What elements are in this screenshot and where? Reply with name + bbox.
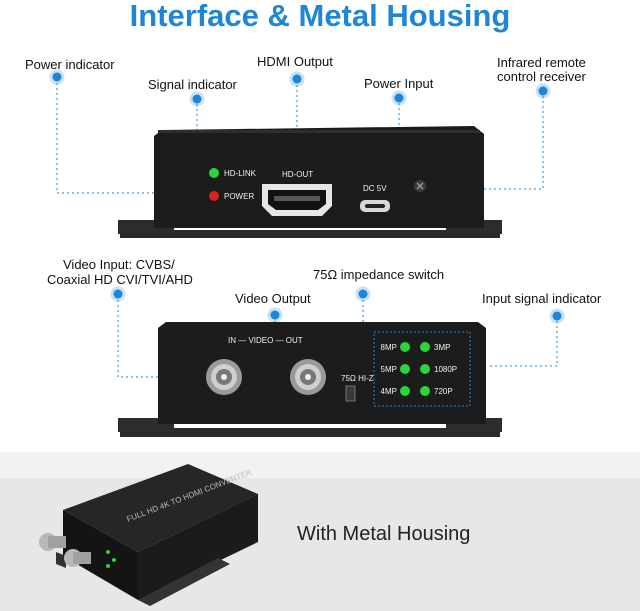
- metal-housing-caption: With Metal Housing: [297, 523, 471, 545]
- callout-dot-video-output: [270, 310, 280, 320]
- hd-link-led: [209, 168, 219, 178]
- callout-infrared-line2: control receiver: [497, 69, 586, 84]
- top-device-panel: HD-LINK POWER HD-OUT DC 5V: [118, 126, 502, 238]
- power-led: [209, 191, 219, 201]
- impedance-label: 75Ω HI-Z: [341, 374, 374, 383]
- callout-dot-signal-indicator: [192, 94, 202, 104]
- callout-dot-power-indicator: [52, 72, 62, 82]
- page-title: Interface & Metal Housing: [129, 0, 511, 33]
- callout-video-input-line2: Coaxial HD CVI/TVI/AHD: [47, 272, 193, 287]
- callout-dot-infrared-receiver: [538, 86, 548, 96]
- callout-power-indicator: Power indicator: [25, 57, 115, 72]
- hd-link-label: HD-LINK: [224, 169, 257, 178]
- footer-stripe: [0, 452, 640, 478]
- callout-dot-hdmi-output: [292, 74, 302, 84]
- converter-device-image: FULL HD 4K TO HDMI CONVERTER: [39, 464, 258, 606]
- callout-input-signal-indicator: Input signal indicator: [482, 291, 602, 306]
- callout-power-input: Power Input: [364, 76, 434, 91]
- hd-out-label: HD-OUT: [282, 170, 313, 179]
- signal-led-8mp: [400, 342, 410, 352]
- callout-dot-video-input: [113, 289, 123, 299]
- signal-led-3mp: [420, 342, 430, 352]
- power-label: POWER: [224, 192, 254, 201]
- signal-led-grid: 8MP 3MP 5MP 1080P 4MP 720P: [381, 342, 457, 396]
- callout-impedance-switch: 75Ω impedance switch: [313, 267, 445, 282]
- bottom-device-panel: IN — VIDEO — OUT 75Ω HI-Z 8MP 3MP 5MP 1080P…: [118, 322, 502, 437]
- callout-dot-input-signal-indicator: [552, 311, 562, 321]
- signal-led-label-3mp: 3MP: [434, 343, 450, 352]
- callout-infrared-line1: Infrared remote: [497, 55, 586, 70]
- callout-signal-indicator: Signal indicator: [148, 77, 237, 92]
- signal-led-4mp: [400, 386, 410, 396]
- callout-dot-impedance-switch: [358, 289, 368, 299]
- signal-led-label-8mp: 8MP: [381, 343, 397, 352]
- callout-video-input-line1: Video Input: CVBS/: [63, 257, 175, 272]
- bnc-output-connector: [290, 359, 326, 395]
- dc-label: DC 5V: [363, 184, 387, 193]
- signal-led-label-720p: 720P: [434, 387, 453, 396]
- callout-video-output: Video Output: [235, 291, 311, 306]
- callout-dot-power-input: [394, 93, 404, 103]
- signal-led-label-5mp: 5MP: [381, 365, 397, 374]
- led-group-box: [373, 331, 471, 407]
- impedance-switch: [345, 385, 356, 402]
- bnc-input-connector: [206, 359, 242, 395]
- video-header-label: IN — VIDEO — OUT: [228, 336, 303, 345]
- signal-led-1080p: [420, 364, 430, 374]
- signal-led-label-1080p: 1080P: [434, 365, 457, 374]
- signal-led-label-4mp: 4MP: [381, 387, 397, 396]
- signal-led-720p: [420, 386, 430, 396]
- signal-led-5mp: [400, 364, 410, 374]
- callout-hdmi-output: HDMI Output: [257, 54, 333, 69]
